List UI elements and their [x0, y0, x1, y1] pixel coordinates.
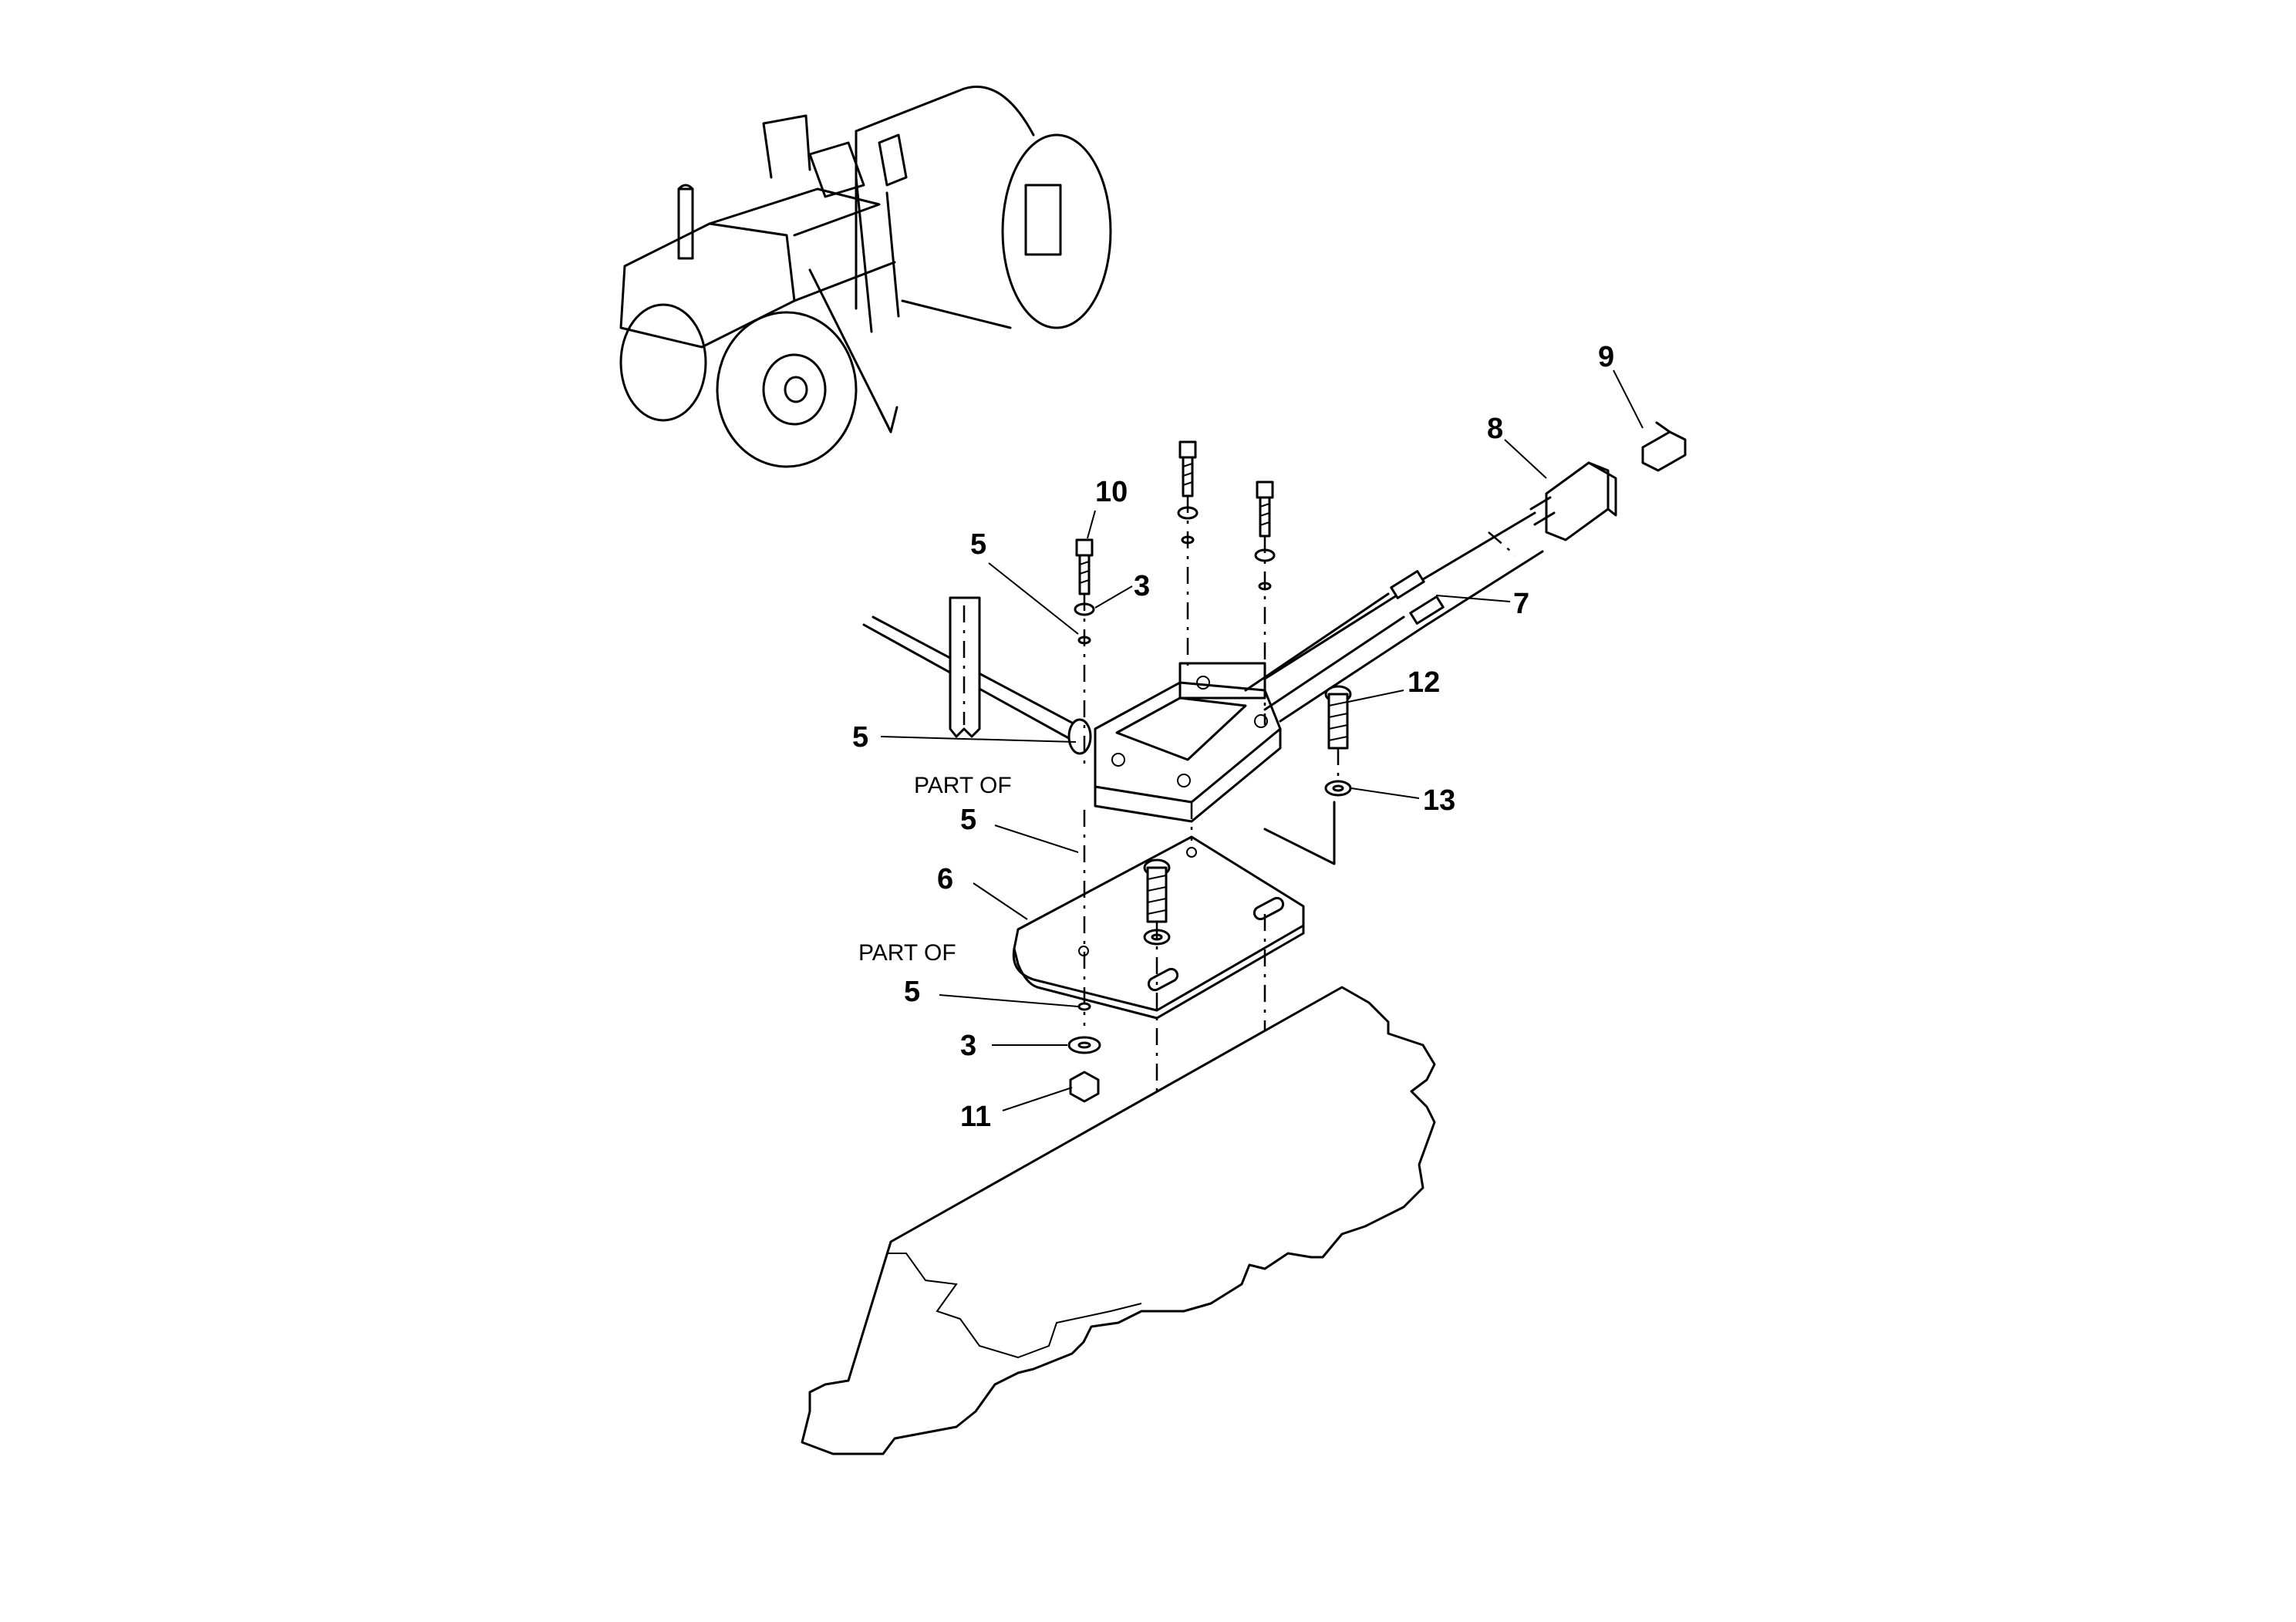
bolt-loose — [1324, 685, 1352, 797]
connector-cap — [1641, 421, 1687, 472]
bolt-left — [1074, 538, 1095, 767]
callout-11: 11 — [960, 1101, 991, 1133]
connector-plug — [1529, 461, 1617, 541]
bolt-middle — [1177, 440, 1199, 667]
frame-section — [801, 986, 1436, 1455]
mounting-plate — [1012, 801, 1336, 1134]
part-of-note-lower: PART OF — [858, 940, 956, 966]
bolt-right — [1254, 481, 1276, 725]
callout-8: 8 — [1487, 413, 1503, 445]
callout-3-top: 3 — [1134, 570, 1150, 602]
callout-5-side: 5 — [852, 721, 868, 754]
callout-10: 10 — [1095, 476, 1128, 508]
cable-harness — [1244, 511, 1544, 723]
callout-7: 7 — [1513, 588, 1529, 620]
callout-9: 9 — [1598, 341, 1614, 373]
callout-5-top: 5 — [970, 528, 986, 561]
callout-5-part-upper: 5 — [960, 804, 976, 836]
roller-compactor-overview — [619, 86, 1112, 468]
callout-3-bottom: 3 — [960, 1030, 976, 1062]
callout-6: 6 — [937, 863, 953, 895]
callout-12: 12 — [1408, 666, 1440, 699]
leader-lines — [880, 369, 1644, 1111]
mounting-bracket-fragment — [949, 596, 981, 738]
callout-13: 13 — [1423, 784, 1455, 817]
part-of-note-upper: PART OF — [914, 773, 1012, 798]
callout-5-part-lower: 5 — [904, 976, 920, 1008]
